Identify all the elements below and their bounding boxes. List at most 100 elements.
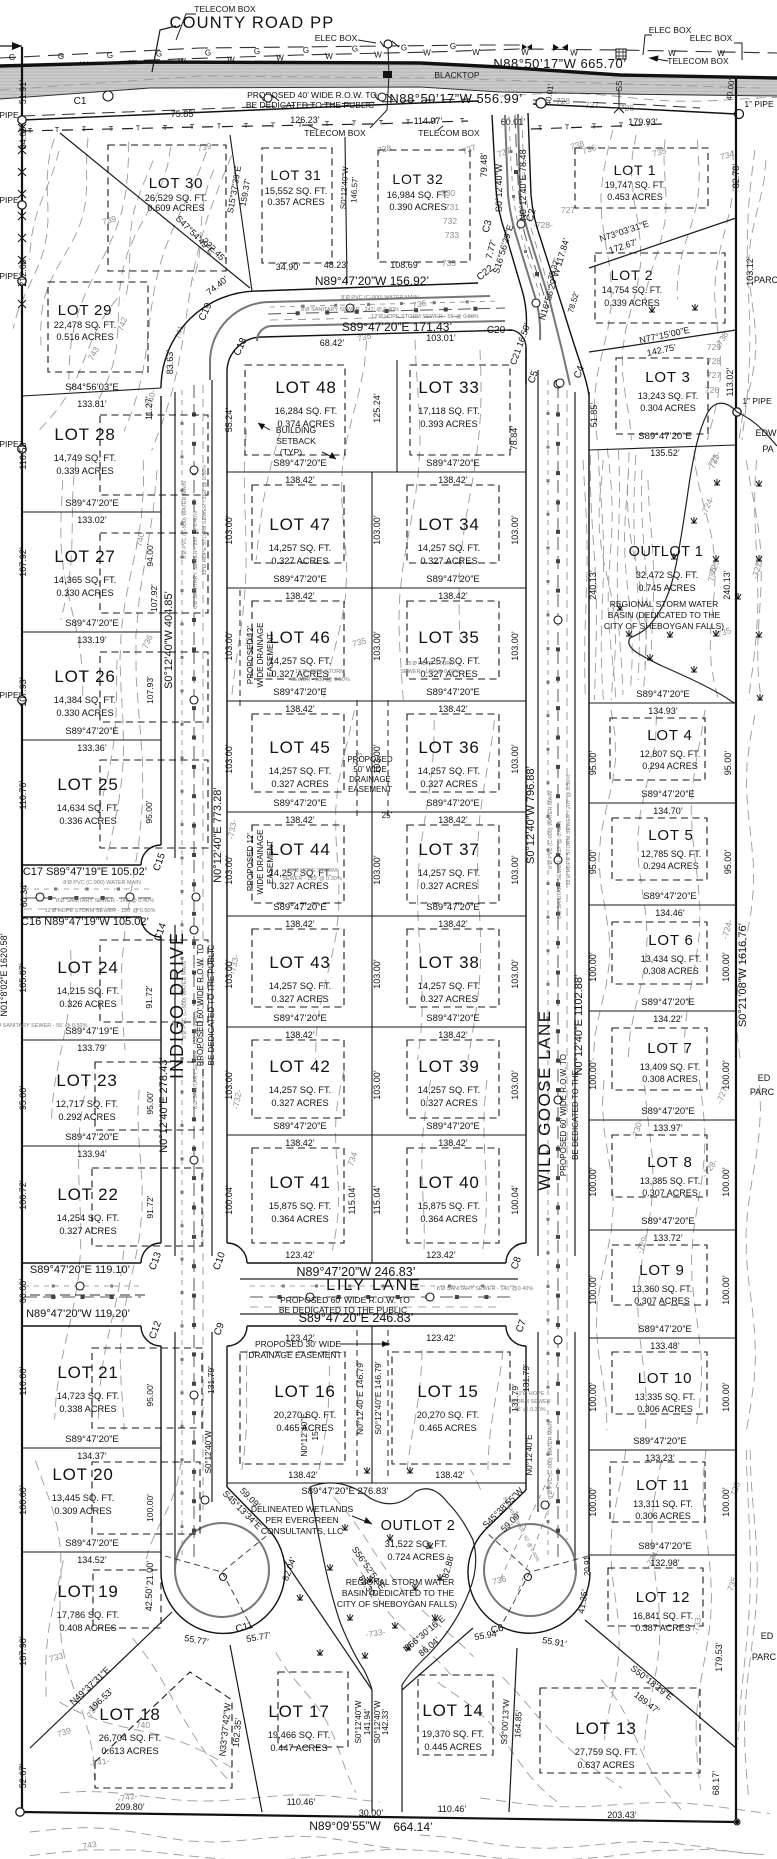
svg-text:S89°47’20”E: S89°47’20”E: [641, 997, 694, 1008]
svg-text:INDIGO DRIVE: INDIGO DRIVE: [167, 931, 187, 1079]
svg-text:743: 743: [82, 1839, 98, 1851]
svg-text:0.613 ACRES: 0.613 ACRES: [101, 1746, 158, 1756]
svg-text:0.447 ACRES: 0.447 ACRES: [270, 1743, 327, 1753]
svg-text:12,717 SQ. FT.: 12,717 SQ. FT.: [56, 1099, 119, 1109]
svg-text:0.465 ACRES: 0.465 ACRES: [276, 1423, 333, 1433]
svg-text:739: 739: [56, 1725, 73, 1739]
svg-text:31,522 SQ. FT.: 31,522 SQ. FT.: [385, 1539, 448, 1549]
svg-text:738: 738: [376, 143, 392, 156]
svg-text:0.307 ACRES: 0.307 ACRES: [642, 1188, 698, 1198]
svg-text:CONSULTANTS, LLC: CONSULTANTS, LLC: [261, 1526, 343, 1536]
svg-text:T: T: [136, 125, 141, 132]
svg-text:123.42’: 123.42’: [426, 1333, 456, 1343]
svg-text:13,335 SQ. FT.: 13,335 SQ. FT.: [635, 1392, 696, 1402]
svg-text:13,311 SQ. FT.: 13,311 SQ. FT.: [633, 1499, 693, 1509]
svg-text:T: T: [646, 122, 651, 129]
svg-text:138.42’: 138.42’: [435, 1470, 465, 1480]
svg-text:733: 733: [445, 230, 459, 240]
svg-text:S89°47’20”E: S89°47’20”E: [273, 1121, 326, 1132]
svg-text:DELINEATED WETLANDS: DELINEATED WETLANDS: [251, 1504, 354, 1514]
svg-text:729: 729: [707, 342, 721, 352]
svg-text:N0°12’40”E 278.43’: N0°12’40”E 278.43’: [158, 1057, 170, 1153]
svg-text:LOT 43: LOT 43: [269, 953, 330, 972]
svg-text:15,875 SQ. FT.: 15,875 SQ. FT.: [269, 1201, 332, 1211]
svg-text:LOT 21: LOT 21: [57, 1363, 118, 1382]
svg-text:55.77’: 55.77’: [246, 1630, 272, 1644]
svg-text:LOT 35: LOT 35: [418, 628, 479, 647]
svg-text:737: 737: [461, 142, 478, 156]
svg-text:91.72’: 91.72’: [145, 1195, 155, 1218]
svg-text:50’ WIDE: 50’ WIDE: [353, 765, 387, 774]
svg-text:13,434 SQ. FT.: 13,434 SQ. FT.: [641, 954, 702, 964]
svg-text:S89°47’20”E: S89°47’20”E: [636, 689, 689, 700]
svg-text:0.304 ACRES: 0.304 ACRES: [640, 403, 696, 413]
svg-text:103.00’: 103.00’: [372, 855, 382, 885]
svg-text:S89°47’20”E: S89°47’20”E: [633, 1436, 686, 1447]
svg-text:ED: ED: [761, 1631, 774, 1641]
svg-text:CITY OF SHEBOYGAN FALLS): CITY OF SHEBOYGAN FALLS): [337, 1599, 457, 1609]
svg-text:0.327 ACRES: 0.327 ACRES: [271, 994, 328, 1004]
svg-text:T: T: [379, 120, 384, 127]
svg-text:EASEMENT: EASEMENT: [266, 840, 275, 884]
svg-text:8’Ø PVC (C-900) WATER MAIN: 8’Ø PVC (C-900) WATER MAIN: [182, 961, 188, 1039]
svg-text:S89°47’20”E: S89°47’20”E: [426, 798, 479, 809]
svg-text:0.306 ACRES: 0.306 ACRES: [635, 1511, 691, 1521]
svg-text:103.00’: 103.00’: [510, 631, 520, 661]
svg-text:14,257 SQ. FT.: 14,257 SQ. FT.: [418, 656, 481, 666]
svg-text:731: 731: [445, 202, 459, 212]
svg-text:S89°47’20”E: S89°47’20”E: [638, 1324, 691, 1335]
svg-text:733: 733: [48, 1650, 65, 1663]
svg-text:0.724 ACRES: 0.724 ACRES: [387, 1552, 444, 1562]
svg-text:95.00’: 95.00’: [144, 800, 154, 823]
svg-text:W: W: [717, 49, 725, 58]
svg-text:C2: C2: [525, 207, 539, 223]
svg-text:LOT 20: LOT 20: [52, 1465, 113, 1484]
svg-text:BASIN (DEDICATED TO THE: BASIN (DEDICATED TO THE: [342, 1588, 455, 1598]
svg-text:S89°47’20”E: S89°47’20”E: [273, 458, 326, 469]
svg-text:0.338 ACRES: 0.338 ACRES: [59, 1404, 116, 1414]
svg-text:S0°21’08”W 1616.76’: S0°21’08”W 1616.76’: [737, 923, 749, 1027]
svg-text:79.48’: 79.48’: [479, 153, 489, 178]
svg-text:8’Ø SANITARY SEWER - 237’ @ 0.: 8’Ø SANITARY SEWER - 237’ @ 0.40%: [193, 511, 199, 609]
svg-text:15’Ø HDPE STORM: 15’Ø HDPE STORM: [295, 669, 345, 675]
svg-text:STORM SEWER: STORM SEWER: [509, 1399, 550, 1405]
svg-text:N89°47’20”W 156.92’: N89°47’20”W 156.92’: [315, 274, 429, 288]
svg-text:T: T: [592, 124, 597, 131]
svg-text:S89°47’20”E: S89°47’20”E: [641, 789, 694, 800]
svg-text:131.79’: 131.79’: [206, 1366, 216, 1394]
svg-text:G: G: [107, 51, 113, 60]
svg-text:T: T: [406, 119, 411, 126]
svg-text:SETBACK: SETBACK: [276, 436, 316, 446]
svg-text:0.339 ACRES: 0.339 ACRES: [56, 466, 113, 476]
svg-text:138.42’: 138.42’: [285, 815, 315, 825]
svg-text:PROPOSED 12’: PROPOSED 12’: [246, 626, 255, 684]
svg-text:PROPOSED 30’ WIDE: PROPOSED 30’ WIDE: [255, 1339, 341, 1349]
svg-text:G: G: [254, 47, 260, 56]
svg-text:15,875 SQ. FT.: 15,875 SQ. FT.: [418, 1201, 481, 1211]
svg-text:PARC: PARC: [754, 275, 777, 285]
svg-text:0.637 ACRES: 0.637 ACRES: [577, 1760, 634, 1770]
svg-text:W: W: [227, 55, 235, 64]
svg-text:103.00’: 103.00’: [224, 959, 234, 989]
svg-text:134.37’: 134.37’: [77, 1451, 107, 1461]
svg-text:S89°47’20”E: S89°47’20”E: [426, 1013, 479, 1024]
svg-text:138.42’: 138.42’: [285, 1030, 315, 1040]
svg-text:0.306 ACRES: 0.306 ACRES: [637, 1404, 693, 1414]
svg-text:S89°47’20”E: S89°47’20”E: [65, 726, 118, 737]
svg-text:15’Ø HDPE STORM: 15’Ø HDPE STORM: [405, 661, 455, 667]
svg-text:0.294 ACRES: 0.294 ACRES: [643, 861, 699, 871]
svg-text:LOT 16: LOT 16: [274, 1382, 335, 1401]
svg-text:-742-: -742-: [117, 1790, 138, 1803]
svg-text:LOT 10: LOT 10: [638, 1370, 693, 1387]
svg-text:123.42’: 123.42’: [285, 1333, 315, 1343]
svg-text:C7: C7: [514, 1318, 529, 1334]
svg-text:DRAINAGE EASEMENT: DRAINAGE EASEMENT: [248, 1350, 342, 1360]
svg-text:SEWER - 120’ @ 0.50%: SEWER - 120’ @ 0.50%: [400, 669, 460, 675]
svg-text:115.04’: 115.04’: [347, 1186, 357, 1215]
svg-text:PA: PA: [762, 444, 773, 454]
svg-text:728: 728: [707, 356, 721, 366]
svg-text:135.52’: 135.52’: [650, 448, 680, 458]
svg-text:S0°12’40”W: S0°12’40”W: [204, 1430, 213, 1473]
svg-text:S89°47’20”E: S89°47’20”E: [641, 1106, 694, 1117]
svg-text:0.408 ACRES: 0.408 ACRES: [59, 1623, 116, 1633]
